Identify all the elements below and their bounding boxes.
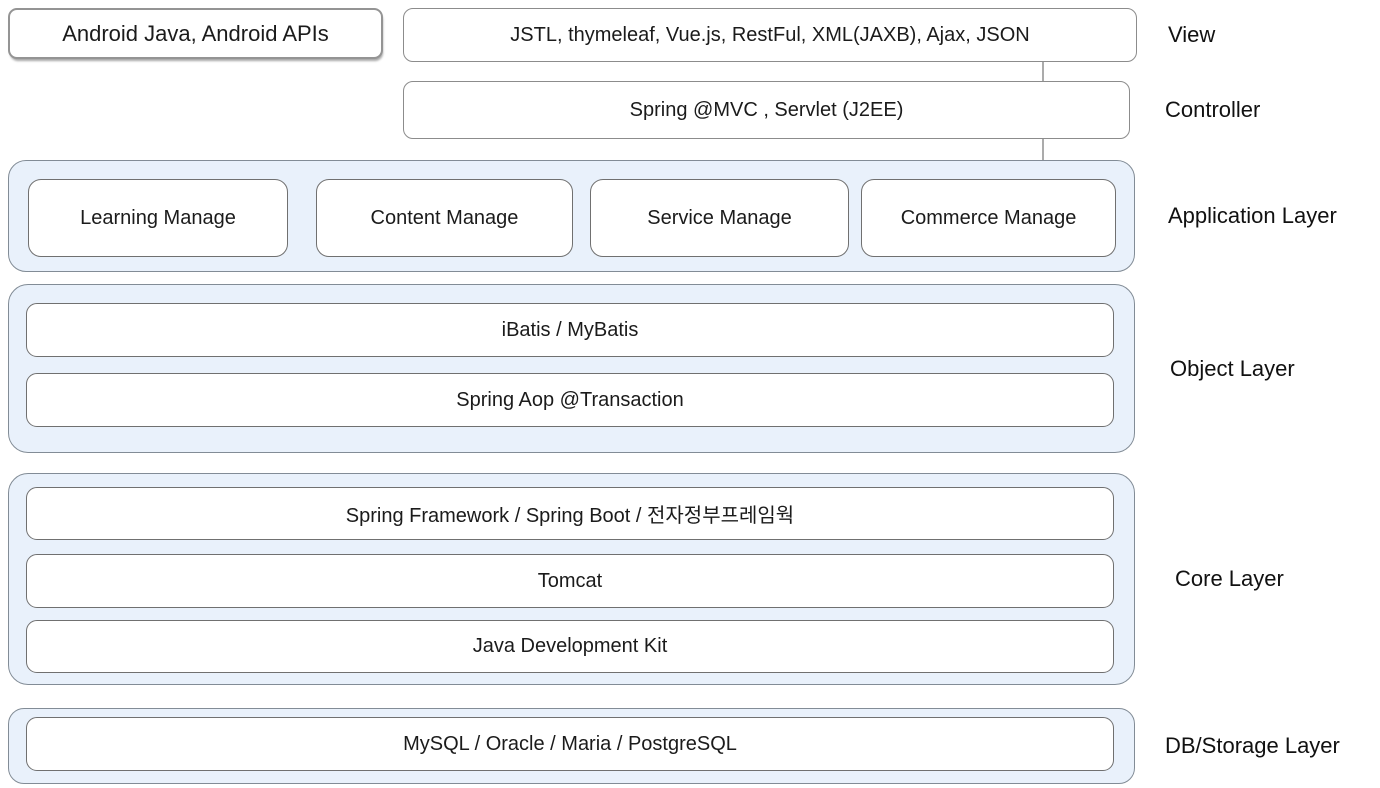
jdk-label: Java Development Kit — [472, 635, 668, 657]
view-technologies-label: JSTL, thymeleaf, Vue.js, RestFul, XML(JA… — [510, 23, 1030, 46]
service-manage-label: Service Manage — [647, 206, 792, 229]
database-box: MySQL / Oracle / Maria / PostgreSQL — [26, 717, 1114, 771]
tomcat-box: Tomcat — [26, 554, 1114, 608]
tomcat-label: Tomcat — [537, 569, 603, 592]
core-layer-label: Core Layer — [1175, 566, 1284, 591]
db-storage-layer-label: DB/Storage Layer — [1165, 733, 1340, 758]
controller-layer-label: Controller — [1165, 97, 1261, 122]
spring-framework-box: Spring Framework / Spring Boot / 전자정부프레임… — [26, 487, 1114, 540]
jdk-box: Java Development Kit — [26, 620, 1114, 673]
content-manage-box: Content Manage — [316, 179, 573, 257]
spring-framework-label: Spring Framework / Spring Boot / 전자정부프레임… — [345, 505, 795, 527]
object-layer-label: Object Layer — [1170, 355, 1295, 381]
connector-controller-application — [1042, 139, 1044, 160]
learning-manage-label: Learning Manage — [80, 206, 236, 229]
core-layer-container: Spring Framework / Spring Boot / 전자정부프레임… — [8, 473, 1135, 685]
application-layer-label: Application Layer — [1168, 203, 1337, 228]
controller-box: Spring @MVC , Servlet (J2EE) — [403, 81, 1130, 139]
ibatis-mybatis-box: iBatis / MyBatis — [26, 303, 1114, 357]
object-layer-container: iBatis / MyBatis Spring Aop @Transaction — [8, 284, 1135, 453]
content-manage-label: Content Manage — [370, 206, 519, 229]
connector-view-controller — [1042, 62, 1044, 81]
database-label: MySQL / Oracle / Maria / PostgreSQL — [403, 732, 737, 755]
android-box: Android Java, Android APIs — [8, 8, 383, 59]
spring-aop-label: Spring Aop @Transaction — [456, 388, 684, 411]
view-layer-label: View — [1168, 22, 1216, 47]
view-technologies-box: JSTL, thymeleaf, Vue.js, RestFul, XML(JA… — [403, 8, 1137, 62]
db-storage-layer-container: MySQL / Oracle / Maria / PostgreSQL — [8, 708, 1135, 784]
android-box-label: Android Java, Android APIs — [62, 20, 329, 46]
application-layer-container: Learning Manage Content Manage Service M… — [8, 160, 1135, 272]
commerce-manage-box: Commerce Manage — [861, 179, 1116, 257]
controller-box-label: Spring @MVC , Servlet (J2EE) — [629, 98, 904, 121]
spring-aop-box: Spring Aop @Transaction — [26, 373, 1114, 427]
service-manage-box: Service Manage — [590, 179, 849, 257]
ibatis-mybatis-label: iBatis / MyBatis — [501, 318, 639, 341]
commerce-manage-label: Commerce Manage — [900, 206, 1077, 229]
learning-manage-box: Learning Manage — [28, 179, 288, 257]
